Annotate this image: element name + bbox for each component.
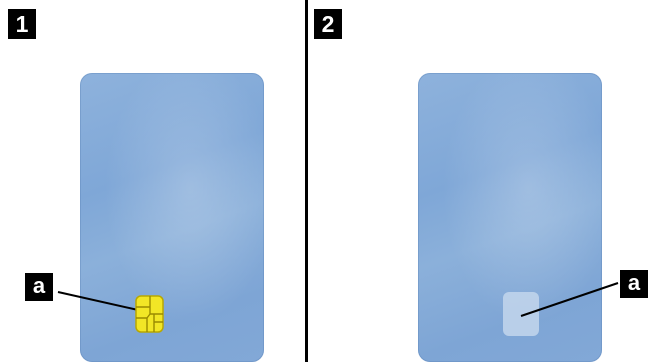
panel-2: 2 a [308,0,649,362]
callout-letter-badge: a [620,270,648,298]
contactless-callout-graphic [308,0,649,362]
contactless-patch [503,292,539,336]
chip-callout-graphic [0,0,305,362]
callout-letter-badge: a [25,273,53,301]
panel-1: 1 a [0,0,305,362]
chip-icon [136,296,163,332]
callout-leader-line [58,292,147,312]
